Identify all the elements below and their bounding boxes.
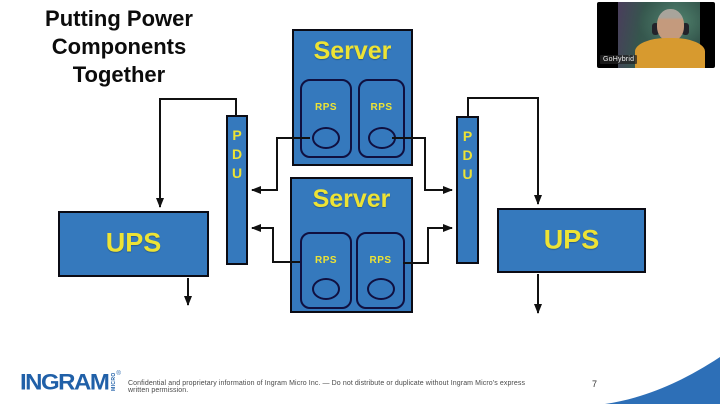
- ups-right-box: UPS: [497, 208, 646, 273]
- power-socket-circle: [367, 127, 396, 149]
- headphone-right: [682, 23, 689, 35]
- power-socket-circle: [312, 278, 340, 300]
- confidentiality-notice: Confidential and proprietary information…: [128, 380, 526, 394]
- pdu-letter: D: [462, 147, 473, 163]
- server-bottom-rps-right: RPS: [356, 232, 405, 309]
- rps-label: RPS: [369, 255, 392, 266]
- ingram-micro-logo: INGRAM MICRO ®: [20, 371, 121, 395]
- pdu-left-box: P D U: [226, 115, 248, 265]
- power-socket-circle: [366, 278, 395, 300]
- server-bottom-rps-left: RPS: [300, 232, 352, 309]
- ups-left-label: UPS: [105, 227, 162, 258]
- server-top-rps-left: RPS: [300, 79, 352, 158]
- ups-left-box: UPS: [58, 211, 209, 277]
- slide-swoosh-decoration: [605, 357, 720, 404]
- headphone-left: [652, 23, 659, 35]
- server-top-rps-right: RPS: [358, 79, 405, 158]
- presenter-face: [657, 9, 684, 41]
- server-top-box: Server RPS RPS: [292, 29, 413, 166]
- server-bottom-label: Server: [312, 185, 391, 213]
- server-top-label: Server: [313, 37, 392, 65]
- webcam-overlay[interactable]: GoHybrid: [597, 2, 715, 68]
- presenter-body: [635, 38, 705, 68]
- webcam-watermark-label: GoHybrid: [600, 55, 638, 64]
- ups-right-label: UPS: [543, 223, 600, 254]
- slide-title: Putting Power Components Together: [0, 5, 238, 89]
- slide-title-line-3: Together: [72, 62, 166, 87]
- slide-title-line-1: Putting Power: [45, 6, 193, 31]
- pdu-letter: P: [462, 128, 473, 144]
- pdu-letter: U: [462, 166, 473, 182]
- logo-micro-text: MICRO: [111, 372, 118, 391]
- pdu-letter: D: [231, 146, 243, 162]
- power-socket-circle: [312, 127, 340, 149]
- slide-page-number: 7: [592, 379, 598, 389]
- webcam-video-frame: [618, 2, 705, 68]
- pdu-letter: P: [232, 127, 242, 143]
- server-bottom-box: Server RPS RPS: [290, 177, 413, 313]
- pdu-right-box: P D U: [456, 116, 479, 264]
- rps-label: RPS: [370, 102, 393, 113]
- logo-text: INGRAM: [20, 370, 110, 395]
- rps-label: RPS: [314, 102, 338, 113]
- registered-mark: ®: [116, 371, 121, 377]
- rps-label: RPS: [314, 255, 338, 266]
- arrow-pdu-left-to-ups-left: [156, 98, 237, 208]
- slide-title-line-2: Components: [51, 34, 187, 59]
- pdu-letter: U: [231, 165, 243, 181]
